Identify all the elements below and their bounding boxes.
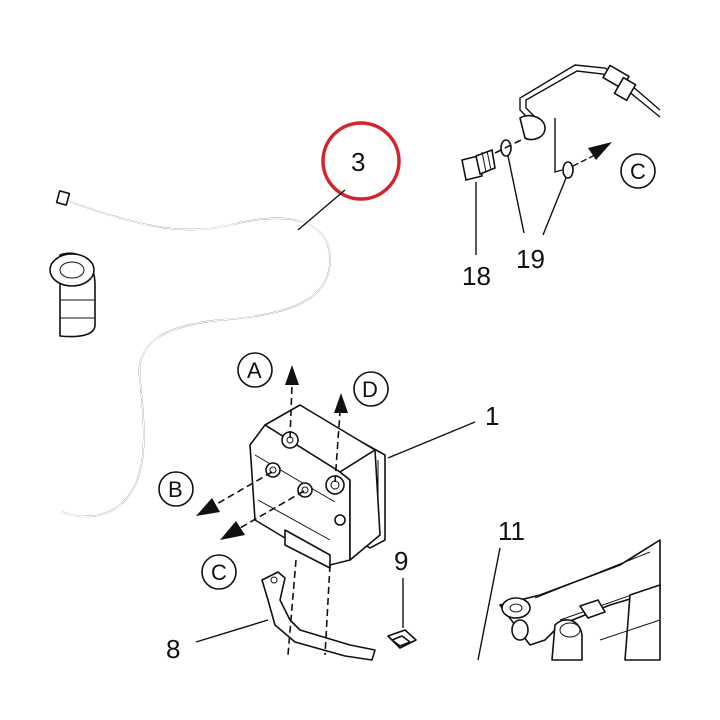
bracket <box>261 559 376 661</box>
connector-d <box>353 371 389 407</box>
connector-c-top <box>620 153 656 189</box>
brake-pipe <box>519 64 661 141</box>
connector-b-label: B <box>168 477 183 502</box>
clip <box>387 629 417 649</box>
connector-c-top-label: C <box>630 159 646 184</box>
abs-unit <box>249 404 386 569</box>
connector-c-bottom-label: C <box>211 560 227 585</box>
callout-11: 11 <box>498 516 525 546</box>
banjo-bolt <box>461 149 496 181</box>
callout-18: 18 <box>462 261 491 291</box>
highlight-circle <box>321 121 401 201</box>
connector-a <box>237 352 273 388</box>
callout-1: 1 <box>485 401 499 431</box>
washer-icon <box>562 161 574 179</box>
callout-9: 9 <box>394 546 408 576</box>
callout-8: 8 <box>166 634 180 664</box>
cable-assembly <box>55 190 331 518</box>
connector-d-label: D <box>362 377 378 402</box>
connector-c-bottom <box>201 554 237 590</box>
callout-3: 3 <box>351 147 365 177</box>
frame <box>499 539 661 661</box>
callout-19: 19 <box>516 244 545 274</box>
sensor-housing <box>49 252 96 338</box>
connector-a-label: A <box>247 358 262 383</box>
connector-b <box>158 471 194 507</box>
